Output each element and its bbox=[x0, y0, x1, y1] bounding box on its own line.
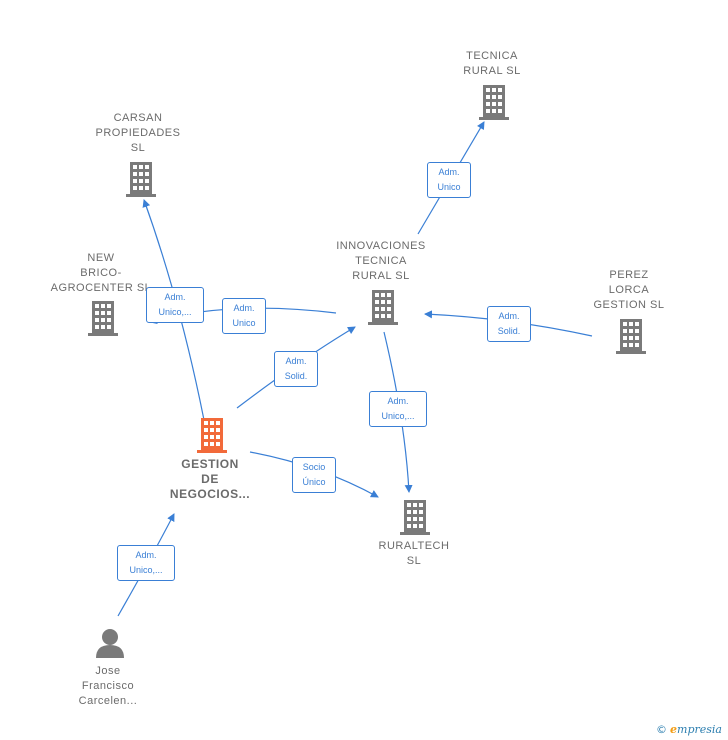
building-icon-new-brico[interactable] bbox=[88, 301, 118, 336]
node-label-carsan[interactable]: CARSAN PROPIEDADES SL bbox=[95, 112, 181, 154]
edge-label-adm-solid-perez: Adm. Solid. bbox=[487, 306, 531, 342]
building-icon-gestion[interactable] bbox=[197, 418, 227, 453]
node-label-new-brico[interactable]: NEW BRICO- AGROCENTER SL bbox=[50, 252, 152, 294]
edge-label-adm-unico-newbrico: Adm. Unico bbox=[222, 298, 266, 334]
edge-label-adm-unico-carsan: Adm. Unico,... bbox=[146, 287, 204, 323]
node-label-innovaciones[interactable]: INNOVACIONES TECNICA RURAL SL bbox=[336, 240, 426, 282]
building-icon-ruraltech[interactable] bbox=[400, 500, 430, 535]
brand-initial: e bbox=[670, 723, 678, 736]
edges bbox=[117, 121, 593, 617]
brand-rest: mpresia bbox=[677, 723, 722, 736]
building-icon-innovaciones[interactable] bbox=[368, 290, 398, 325]
node-label-tecnica-rural[interactable]: TECNICA RURAL SL bbox=[463, 50, 521, 77]
edge-label-socio-unico: Socio Único bbox=[292, 457, 336, 493]
person-icon-jose[interactable] bbox=[96, 629, 124, 658]
building-icon-carsan[interactable] bbox=[126, 162, 156, 197]
node-label-gestion[interactable]: GESTION DE NEGOCIOS... bbox=[169, 457, 251, 501]
edge-label-adm-solid-gestion: Adm. Solid. bbox=[274, 351, 318, 387]
node-label-ruraltech[interactable]: RURALTECH SL bbox=[378, 540, 450, 567]
building-icon-perez-lorca[interactable] bbox=[616, 319, 646, 354]
empresia-brand[interactable]: ©empresia bbox=[656, 723, 722, 736]
node-label-perez-lorca[interactable]: PEREZ LORCA GESTION SL bbox=[593, 269, 665, 311]
copyright-symbol: © bbox=[656, 723, 668, 736]
building-icon-tecnica-rural[interactable] bbox=[479, 85, 509, 120]
edge-label-adm-unico-ruraltech: Adm. Unico,... bbox=[369, 391, 427, 427]
edge-label-adm-unico-jose: Adm. Unico,... bbox=[117, 545, 175, 581]
node-label-jose[interactable]: Jose Francisco Carcelen... bbox=[78, 665, 138, 707]
edge-label-adm-unico-tecnica: Adm. Unico bbox=[427, 162, 471, 198]
